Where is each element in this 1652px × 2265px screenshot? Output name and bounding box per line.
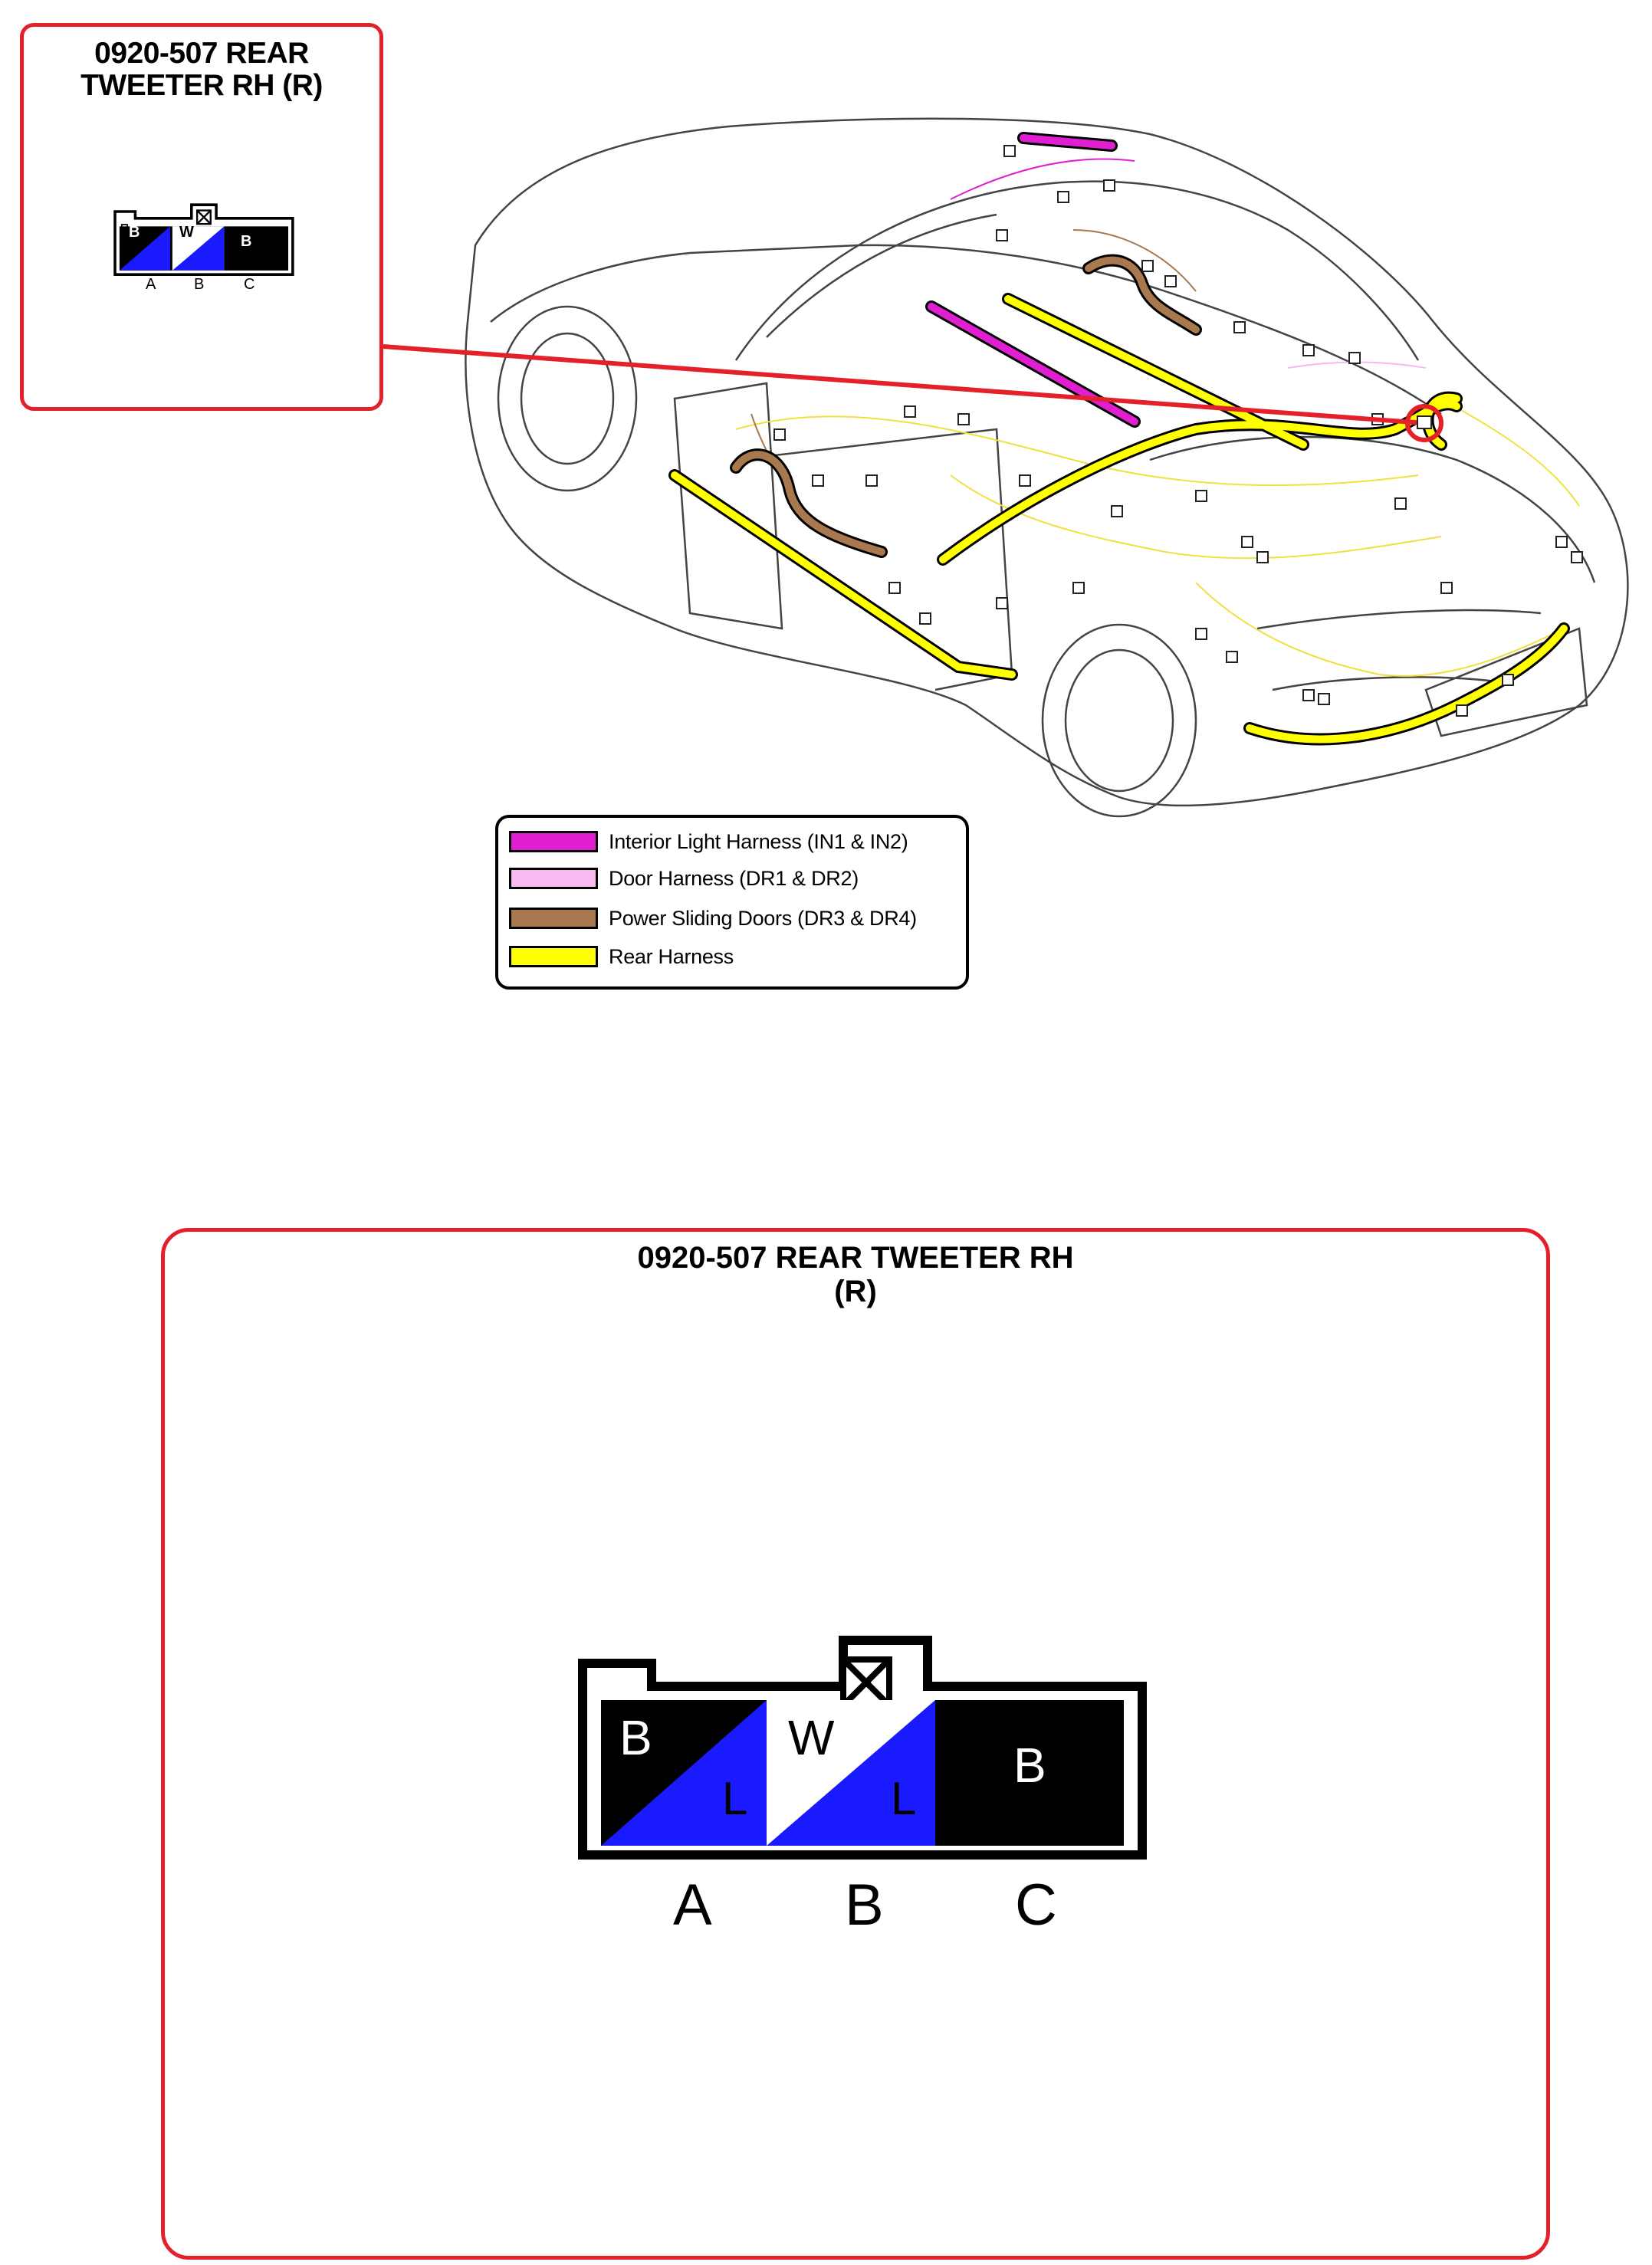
legend-item-power-sliding-doors: Power Sliding Doors (DR3 & DR4) <box>509 905 917 931</box>
pin-a-letter: A <box>673 1873 712 1938</box>
legend-swatch-door <box>509 868 598 889</box>
main-connector-box: 0920-507 REAR TWEETER RH (R) <box>161 1228 1550 2260</box>
inset-pin-letter-b: B <box>194 276 205 293</box>
inset-pin-wire-c: B <box>241 233 252 250</box>
inset-pin-letter-a: A <box>146 276 156 293</box>
legend-swatch-rear <box>509 946 598 967</box>
pin-c-wire-color: B <box>1013 1738 1046 1793</box>
pin-b-wire-color: W <box>788 1710 835 1765</box>
inset-title: 0920-507 REAR TWEETER RH (R) <box>24 38 379 102</box>
pin-a-wire-color: B <box>619 1710 652 1765</box>
harness-legend: Interior Light Harness (IN1 & IN2) Door … <box>495 815 969 990</box>
pin-a-stripe-color: L <box>722 1773 748 1824</box>
inset-pin-wire-a: B <box>129 224 140 241</box>
inset-pin-wire-b: W <box>179 224 194 241</box>
legend-label: Rear Harness <box>609 944 734 968</box>
main-title: 0920-507 REAR TWEETER RH (R) <box>165 1241 1546 1308</box>
pin-b-letter: B <box>845 1873 884 1938</box>
legend-item-rear: Rear Harness <box>509 944 734 970</box>
main-title-line2: (R) <box>834 1275 877 1308</box>
legend-label: Interior Light Harness (IN1 & IN2) <box>609 829 908 853</box>
pin-c-letter: C <box>1015 1873 1057 1938</box>
inset-title-line2: TWEETER RH (R) <box>80 69 323 102</box>
inset-callout-box: 0920-507 REAR TWEETER RH (R) <box>20 23 383 411</box>
inset-pin-letter-c: C <box>244 276 255 293</box>
legend-item-door: Door Harness (DR1 & DR2) <box>509 865 859 891</box>
legend-label: Door Harness (DR1 & DR2) <box>609 866 859 890</box>
legend-item-interior-light: Interior Light Harness (IN1 & IN2) <box>509 829 908 855</box>
pin-b-stripe-color: L <box>891 1773 917 1824</box>
inset-title-line1: 0920-507 REAR <box>94 37 309 70</box>
main-title-line1: 0920-507 REAR TWEETER RH <box>637 1241 1074 1275</box>
legend-swatch-interior-light <box>509 831 598 852</box>
legend-label: Power Sliding Doors (DR3 & DR4) <box>609 906 917 930</box>
legend-swatch-power-sliding-doors <box>509 908 598 929</box>
